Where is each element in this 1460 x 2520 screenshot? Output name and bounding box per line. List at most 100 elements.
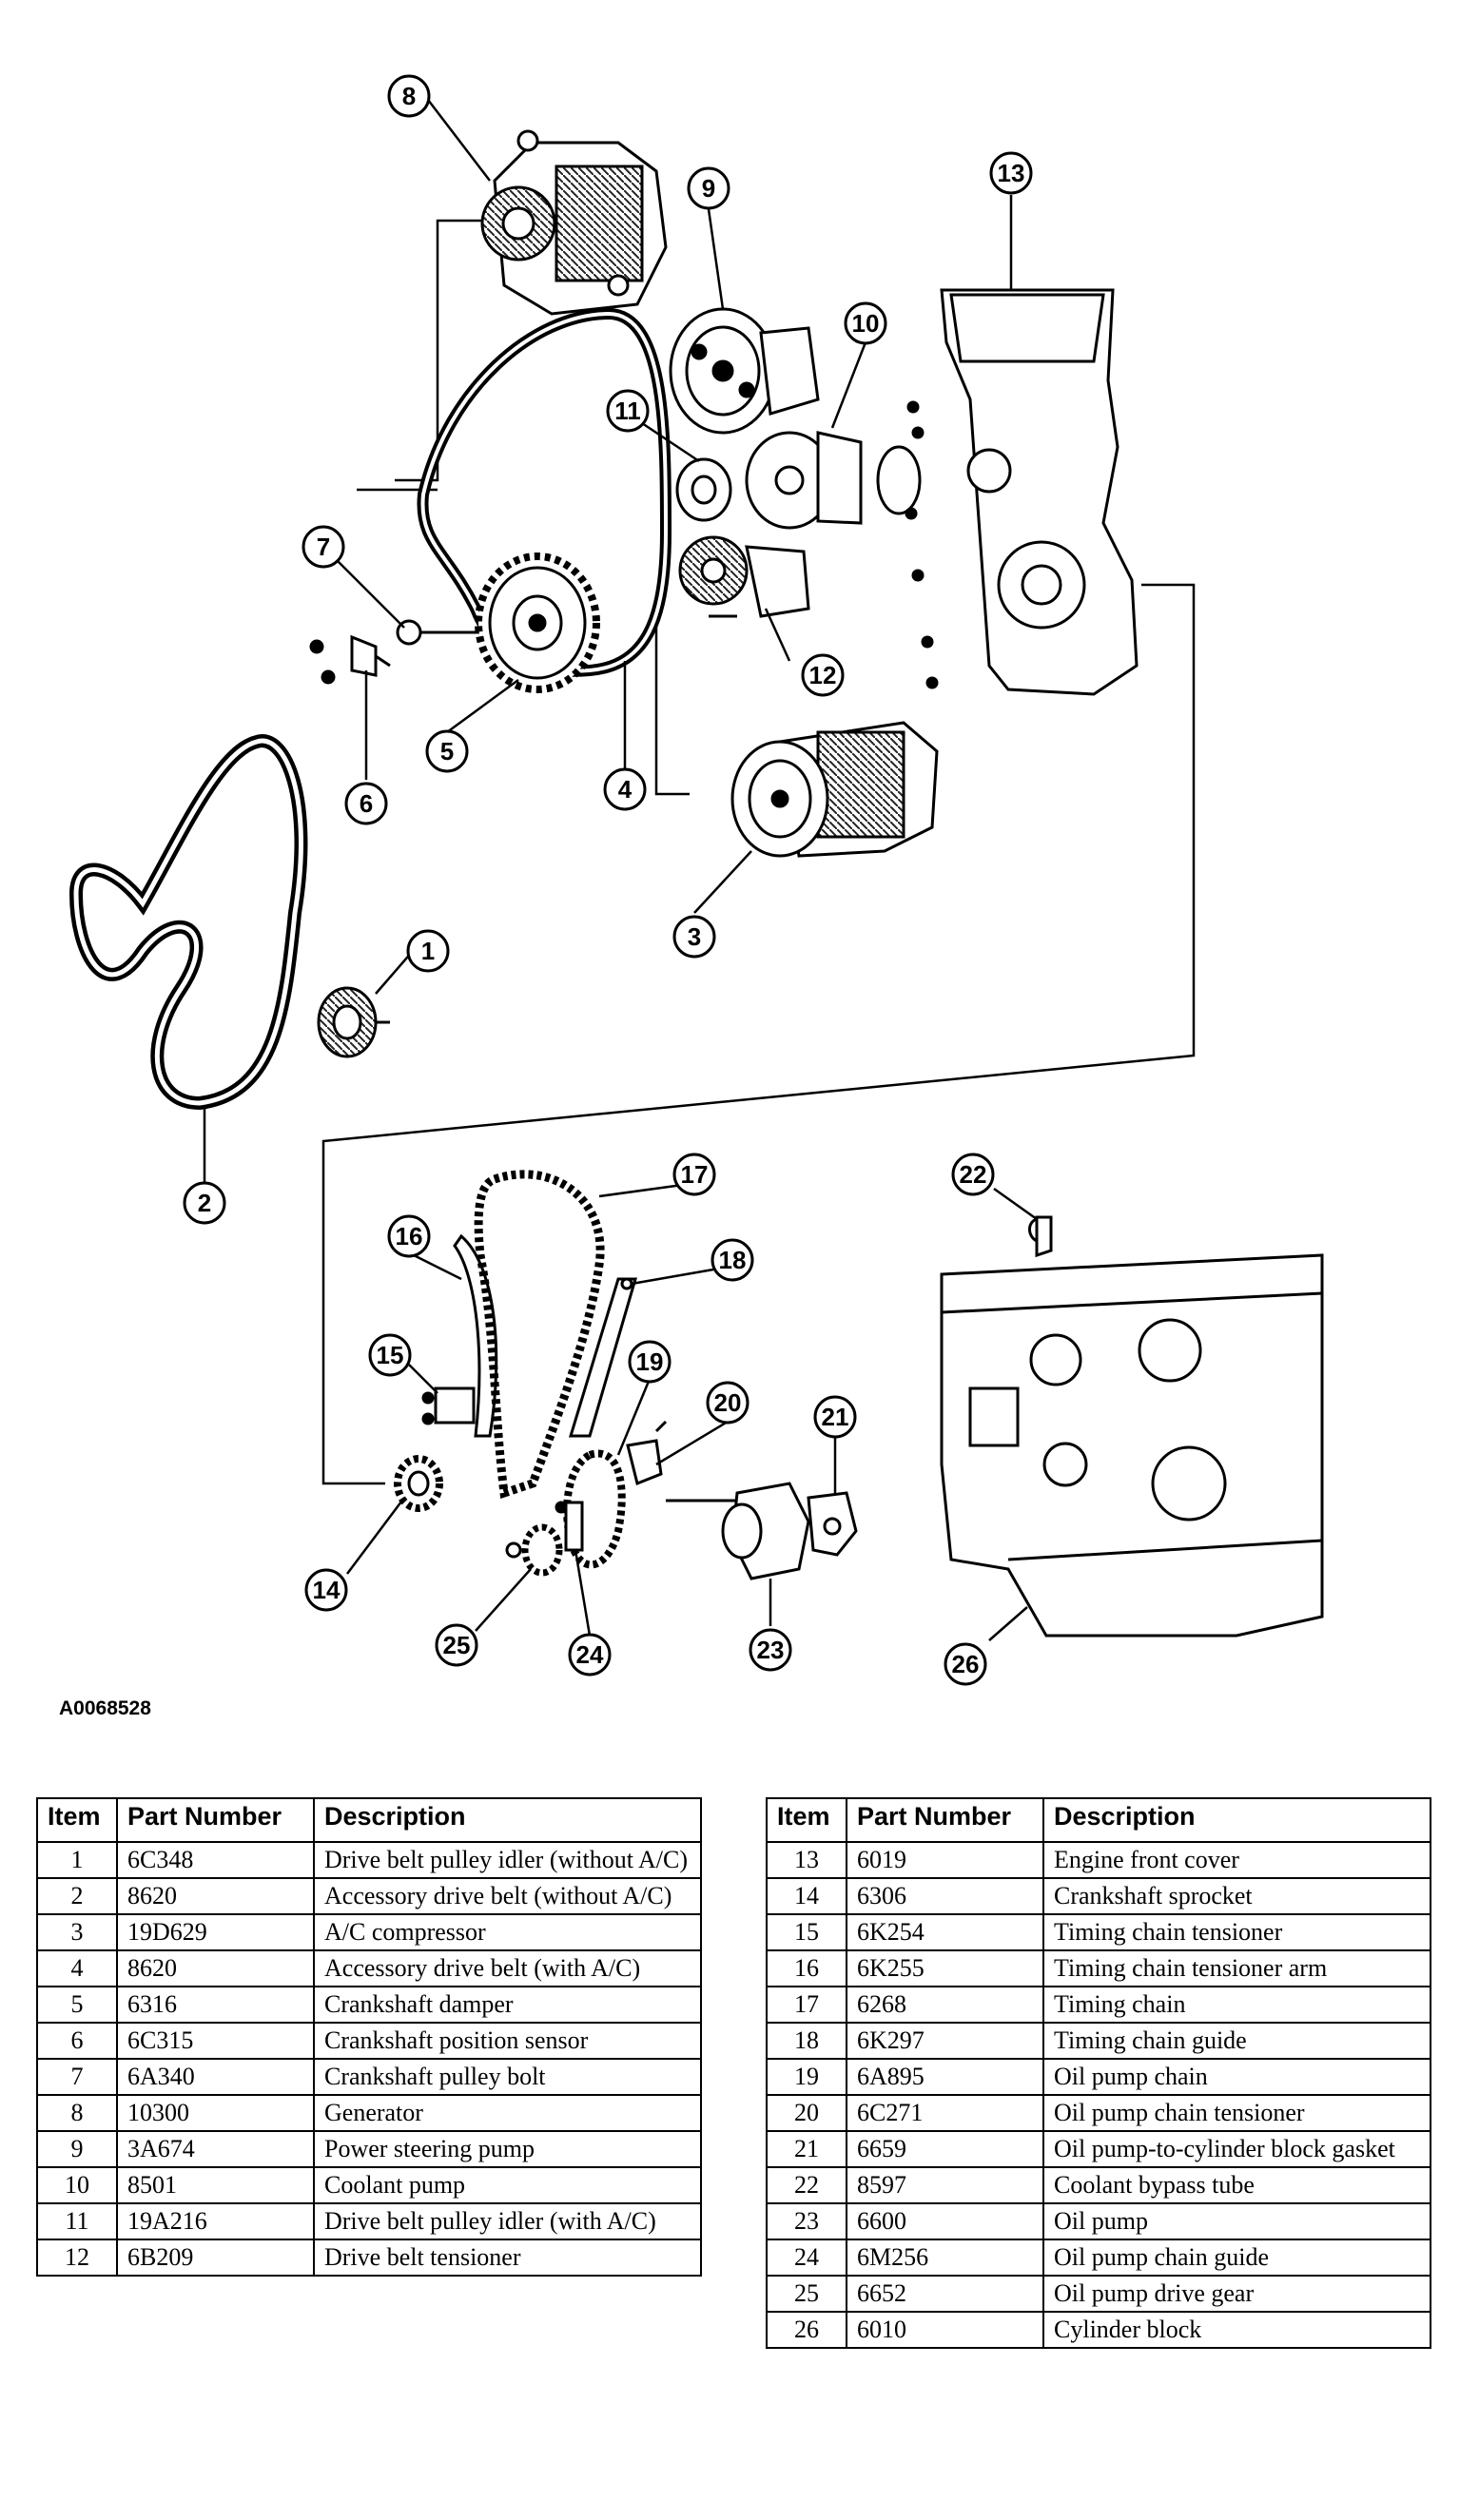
description-cell: Drive belt pulley idler (without A/C) (313, 1841, 702, 1879)
item-cell: 23 (766, 2202, 847, 2240)
item-cell: 25 (766, 2275, 847, 2313)
part-number-cell: 6C271 (846, 2094, 1044, 2132)
description-cell: Drive belt pulley idler (with A/C) (313, 2202, 702, 2240)
accessory-drive-belt-without-ac-part (68, 734, 308, 1111)
description-cell: Crankshaft sprocket (1042, 1877, 1431, 1915)
callout-7: 7 (302, 525, 345, 569)
leader-lines (203, 95, 1038, 1641)
header-part-number: Part Number (116, 1797, 315, 1843)
item-cell: 11 (36, 2202, 118, 2240)
header-part-number: Part Number (846, 1797, 1044, 1843)
callout-24: 24 (568, 1633, 612, 1677)
description-cell: Accessory drive belt (without A/C) (313, 1877, 702, 1915)
idler-without-ac-part (317, 986, 390, 1058)
callout-label: 26 (952, 1650, 980, 1678)
item-cell: 24 (766, 2239, 847, 2277)
callout-label: 4 (618, 775, 633, 804)
callout-25: 25 (435, 1623, 478, 1667)
callout-circle (672, 915, 716, 959)
callout-label: 9 (702, 174, 715, 203)
callout-label: 18 (719, 1246, 747, 1274)
callout-9: 9 (687, 166, 730, 210)
description-cell: Crankshaft position sensor (313, 2022, 702, 2060)
callout-circle (387, 74, 431, 118)
description-cell: Accessory drive belt (with A/C) (313, 1949, 702, 1987)
callout-22: 22 (951, 1153, 995, 1196)
callout-label: 17 (681, 1160, 709, 1189)
table-header-row: Item Part Number Description (766, 1797, 1431, 1843)
part-number-cell: 19A216 (116, 2202, 315, 2240)
callout-circle (672, 1153, 716, 1196)
part-number-cell: 6K255 (846, 1949, 1044, 1987)
callout-circle (302, 525, 345, 569)
callout-label: 11 (614, 397, 641, 425)
part-number-cell: 6659 (846, 2130, 1044, 2168)
callout-label: 2 (198, 1189, 211, 1217)
description-cell: Crankshaft pulley bolt (313, 2058, 702, 2096)
item-cell: 10 (36, 2166, 118, 2204)
engine-front-cover-part (905, 288, 1139, 696)
description-cell: Drive belt tensioner (313, 2239, 702, 2277)
item-cell: 5 (36, 1986, 118, 2024)
callout-16: 16 (387, 1214, 431, 1258)
idler-with-ac-part (675, 457, 732, 522)
timing-chain-tensioner-part (421, 1386, 476, 1425)
routing-lines (321, 219, 1196, 1485)
callout-label: 25 (443, 1631, 471, 1659)
callout-label: 16 (396, 1222, 423, 1250)
item-cell: 13 (766, 1841, 847, 1879)
description-cell: Generator (313, 2094, 702, 2132)
description-cell: Engine front cover (1042, 1841, 1431, 1879)
callout-circle (628, 1340, 672, 1384)
callout-circle (406, 929, 450, 973)
description-cell: Oil pump chain guide (1042, 2239, 1431, 2277)
coolant-bypass-tube-part (1028, 1215, 1053, 1258)
callout-circle (183, 1181, 226, 1225)
header-description: Description (1042, 1797, 1431, 1843)
item-cell: 8 (36, 2094, 118, 2132)
callout-circle (606, 389, 650, 433)
part-number-cell: 6010 (846, 2311, 1044, 2349)
part-number-cell: 6B209 (116, 2239, 315, 2277)
callout-label: 7 (317, 533, 330, 561)
description-cell: Oil pump drive gear (1042, 2275, 1431, 2313)
generator-part (480, 129, 668, 316)
item-cell: 12 (36, 2239, 118, 2277)
part-number-cell: 6A895 (846, 2058, 1044, 2096)
item-cell: 22 (766, 2166, 847, 2204)
callout-circle (425, 729, 469, 773)
item-cell: 3 (36, 1913, 118, 1951)
callout-label: 14 (313, 1576, 341, 1604)
description-cell: Timing chain tensioner arm (1042, 1949, 1431, 1987)
callout-label: 3 (688, 922, 701, 951)
callout-circle (944, 1642, 987, 1686)
item-cell: 1 (36, 1841, 118, 1879)
item-cell: 20 (766, 2094, 847, 2132)
cylinder-block-part (940, 1253, 1324, 1638)
part-number-cell: 6K254 (846, 1913, 1044, 1951)
description-cell: Oil pump-to-cylinder block gasket (1042, 2130, 1431, 2168)
drive-belt-tensioner-part (678, 535, 810, 618)
item-cell: 2 (36, 1877, 118, 1915)
callout-circle (844, 301, 887, 345)
description-cell: Crankshaft damper (313, 1986, 702, 2024)
description-cell: Oil pump chain (1042, 2058, 1431, 2096)
part-number-cell: 6M256 (846, 2239, 1044, 2277)
callout-label: 5 (440, 737, 454, 766)
item-cell: 6 (36, 2022, 118, 2060)
callout-13: 13 (989, 151, 1033, 195)
